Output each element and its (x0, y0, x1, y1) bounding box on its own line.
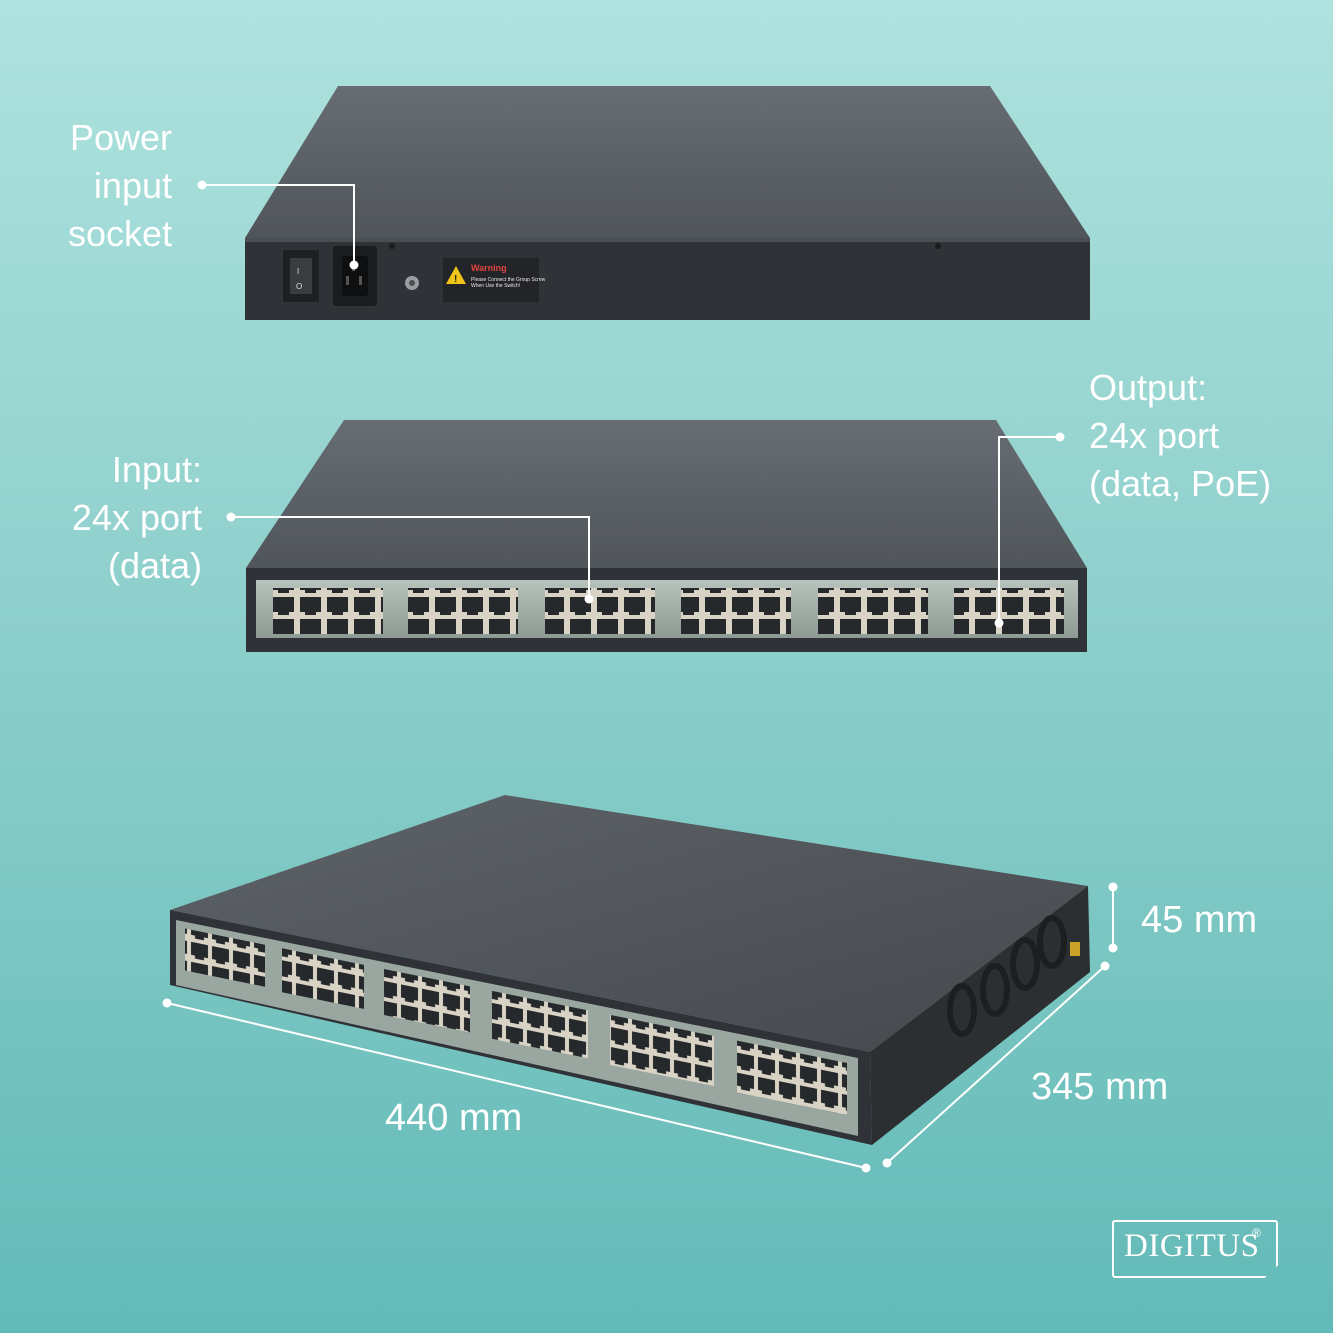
port-group (545, 588, 655, 634)
port-group (273, 588, 383, 634)
port-group (408, 588, 518, 634)
port-group (737, 1040, 847, 1115)
output-ports-label-line: (data, PoE) (1089, 463, 1272, 504)
height-dimension-label: 45 mm (1141, 899, 1258, 941)
switch-perspective-view (170, 795, 1090, 1145)
switch-front-view (246, 420, 1087, 652)
port-group (681, 588, 791, 634)
port-groups-perspective (185, 928, 847, 1115)
perspective-top-panel (170, 795, 1088, 1052)
svg-text:!: ! (454, 274, 457, 285)
input-ports-label-line: (data) (107, 545, 202, 586)
input-ports-label: Input: 24x port (data) (30, 446, 202, 590)
warning-body: Please Connect the Group Screw When Use … (471, 277, 546, 289)
power-input-label: Power input socket (40, 114, 172, 258)
digitus-logo-text: DIGITUS (1124, 1228, 1260, 1264)
input-callout-line (231, 516, 590, 599)
input-ports-label-line: 24x port (71, 497, 202, 538)
svg-text:O: O (296, 282, 302, 291)
input-ports-label-line: Input: (111, 449, 202, 490)
callout-dots (162, 180, 1118, 1173)
power-callout-line (202, 184, 355, 265)
output-callout-line (998, 436, 1060, 623)
port-group (282, 948, 364, 1009)
power-input-label-line: input (93, 165, 172, 206)
port-group (384, 968, 470, 1033)
port-group (818, 588, 928, 634)
power-input-label-line: socket (67, 213, 172, 254)
registered-mark: ® (1252, 1226, 1261, 1240)
width-dimension-label: 440 mm (385, 1097, 523, 1139)
fan-icon (980, 963, 1010, 1017)
warning-icon (446, 266, 466, 284)
power-input-label-line: Power (69, 117, 172, 158)
digitus-logo (1112, 1220, 1278, 1278)
width-dimension-line (166, 1002, 867, 1169)
svg-text:I: I (297, 267, 299, 276)
depth-dimension-label: 345 mm (1031, 1066, 1169, 1108)
port-group (610, 1014, 714, 1086)
front-top-panel (246, 420, 1087, 568)
warning-title: Warning (471, 263, 507, 273)
output-ports-label-line: 24x port (1089, 415, 1220, 456)
switch-rear-view: I O ! (245, 86, 1090, 320)
rear-panel (245, 238, 1090, 320)
output-ports-label-line: Output: (1089, 367, 1208, 408)
callout-lines (166, 184, 1114, 1169)
rear-top-panel (245, 86, 1090, 238)
port-group (492, 990, 588, 1059)
fan-icon (947, 983, 977, 1037)
fan-icon (1010, 937, 1040, 991)
port-group (185, 928, 265, 987)
fan-icon (1037, 915, 1067, 969)
depth-dimension-line (886, 965, 1106, 1164)
output-ports-label: Output: 24x port (data, PoE) (1089, 364, 1329, 508)
port-group (954, 588, 1064, 634)
port-groups-front (273, 588, 1064, 634)
